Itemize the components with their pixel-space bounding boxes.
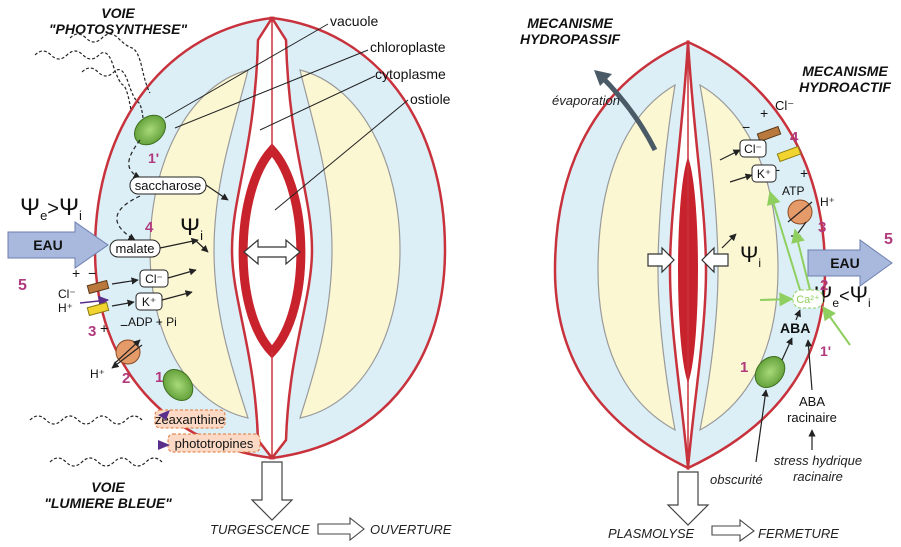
- label-vacuole: vacuole: [330, 13, 378, 29]
- minus-right-1: −: [742, 119, 750, 135]
- voie-photo-line2: "PHOTOSYNTHESE": [49, 21, 188, 37]
- turgescence-label: TURGESCENCE: [210, 522, 310, 537]
- num-4-right: 4: [790, 129, 799, 146]
- num-4-left: 4: [145, 219, 154, 236]
- stress-1: stress hydrique: [774, 453, 862, 468]
- num-3-left: 3: [88, 323, 96, 340]
- stress-2: racinaire: [793, 469, 843, 484]
- adp-label: ADP + Pi: [128, 315, 177, 329]
- plus-left-2: +: [100, 320, 108, 336]
- malate-label: malate: [115, 241, 154, 256]
- k-box-right-label: K⁺: [757, 167, 771, 181]
- hydropassif-line2: HYDROPASSIF: [520, 31, 621, 47]
- num-5-left: 5: [18, 277, 27, 294]
- num-2-left: 2: [122, 370, 130, 387]
- aba-label: ABA: [780, 320, 810, 336]
- ca-label: Ca²⁺: [796, 294, 820, 306]
- arrow-turgescence-ouverture: [318, 518, 364, 540]
- atp-label: ATP: [782, 184, 804, 198]
- hydropassif-line1: MECANISME: [527, 15, 613, 31]
- num-1p-right: 1': [820, 343, 831, 359]
- plus-right-1: +: [760, 105, 768, 121]
- label-chloroplaste: chloroplaste: [370, 39, 446, 55]
- cl-out-right: Cl⁻: [775, 98, 794, 113]
- cl-out-left: Cl⁻: [58, 287, 76, 301]
- num-5-right: 5: [884, 231, 893, 248]
- left-stoma: [95, 18, 445, 458]
- obscurite-label: obscurité: [710, 472, 763, 487]
- voie-bleue-line2: "LUMIERE BLEUE": [44, 495, 172, 511]
- k-box-left-label: K⁺: [142, 295, 156, 309]
- minus-left-2: −: [120, 317, 128, 333]
- label-cytoplasme: cytoplasme: [375, 66, 446, 82]
- cl-box-right-label: Cl⁻: [744, 142, 762, 156]
- hydroactif-line2: HYDROACTIF: [799, 79, 891, 95]
- arrow-plasmolyse-fermeture: [712, 520, 754, 541]
- down-arrow-right: [668, 472, 708, 525]
- light-waves-bottom: [30, 416, 162, 466]
- minus-left-1: −: [88, 265, 96, 281]
- saccharose-label: saccharose: [135, 178, 201, 193]
- h-out-right: H⁺: [820, 195, 835, 209]
- num-2-right: 2: [820, 277, 828, 294]
- voie-bleue-line1: VOIE: [91, 479, 125, 495]
- num-3-right: 3: [818, 219, 826, 236]
- eau-label-left: EAU: [33, 237, 63, 253]
- label-ostiole: ostiole: [410, 91, 451, 107]
- num-1p-left: 1': [148, 150, 159, 166]
- num-1-right: 1: [740, 359, 748, 376]
- cl-box-left-label: Cl⁻: [145, 272, 163, 286]
- plasmolyse-label: PLASMOLYSE: [608, 526, 695, 541]
- ouverture-label: OUVERTURE: [370, 522, 452, 537]
- eau-label-right: EAU: [830, 255, 860, 271]
- voie-photo-line1: VOIE: [101, 5, 135, 21]
- h-out-left: H⁺: [58, 301, 73, 315]
- plus-right-2: +: [800, 165, 808, 181]
- down-arrow-left: [252, 462, 292, 520]
- h-out-left-2: H⁺: [90, 367, 105, 381]
- hydroactif-line1: MECANISME: [802, 63, 888, 79]
- plus-left-1: +: [72, 265, 80, 281]
- fermeture-label: FERMETURE: [758, 526, 839, 541]
- psi-i-right: Ψi: [740, 242, 761, 270]
- phototropines-label: phototropines: [175, 436, 254, 451]
- psi-i-left: Ψi: [180, 214, 203, 243]
- aba-racinaire-1: ABA: [799, 394, 825, 409]
- evaporation-label: évaporation: [552, 93, 620, 108]
- psi-e-left: Ψe>Ψi: [20, 194, 82, 223]
- aba-racinaire-2: racinaire: [787, 410, 837, 425]
- num-1-left: 1: [155, 369, 163, 386]
